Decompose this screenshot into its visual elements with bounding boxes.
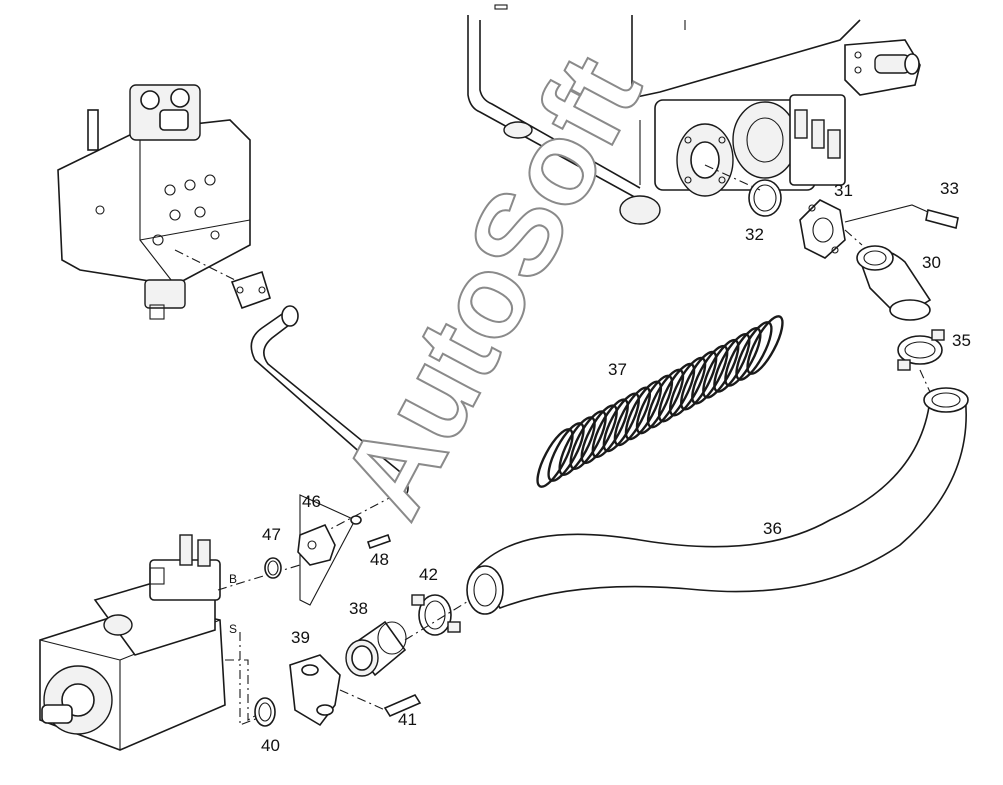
bolt-41	[383, 693, 422, 718]
protective-spring-37	[536, 315, 784, 488]
flange-31	[799, 199, 846, 259]
callout-46: 46	[302, 492, 321, 511]
callout-46-bracket	[299, 494, 356, 606]
elbow-fitting-30	[856, 245, 932, 321]
hose-clamp-42	[404, 594, 471, 641]
hydraulic-tank-assembly	[467, 4, 921, 225]
callout-40: 40	[261, 736, 280, 755]
spring-coil	[746, 315, 784, 375]
pressure-flange-group	[264, 515, 392, 579]
callout-41: 41	[398, 710, 417, 729]
callout-33: 33	[940, 179, 959, 198]
watermark-text: AutoSoft	[316, 35, 666, 537]
callout-35: 35	[952, 331, 971, 350]
callout-39: 39	[291, 628, 310, 647]
callout-30: 30	[922, 253, 941, 272]
control-valve-block	[57, 84, 251, 320]
callout-48: 48	[370, 550, 389, 569]
callout-37: 37	[608, 360, 627, 379]
tank-flange-group	[704, 164, 959, 259]
port-b-label: B	[229, 572, 237, 586]
callout-47: 47	[262, 525, 281, 544]
o-ring-40	[254, 697, 276, 727]
port-s-label: S	[229, 622, 237, 636]
suction-hose-36	[466, 387, 969, 615]
suction-flange-group	[254, 654, 422, 727]
callout-31: 31	[834, 181, 853, 200]
hose-adapter-38	[345, 620, 407, 677]
callout-42: 42	[419, 565, 438, 584]
bolt-33	[925, 209, 959, 229]
hydraulic-pump	[39, 534, 226, 751]
port-b-leader	[217, 564, 301, 591]
callout-36: 36	[763, 519, 782, 538]
callout-32: 32	[745, 225, 764, 244]
hose-clamp-35	[897, 329, 945, 393]
callout-38: 38	[349, 599, 368, 618]
port-s-leader	[225, 659, 266, 721]
bolt-48	[366, 533, 392, 550]
